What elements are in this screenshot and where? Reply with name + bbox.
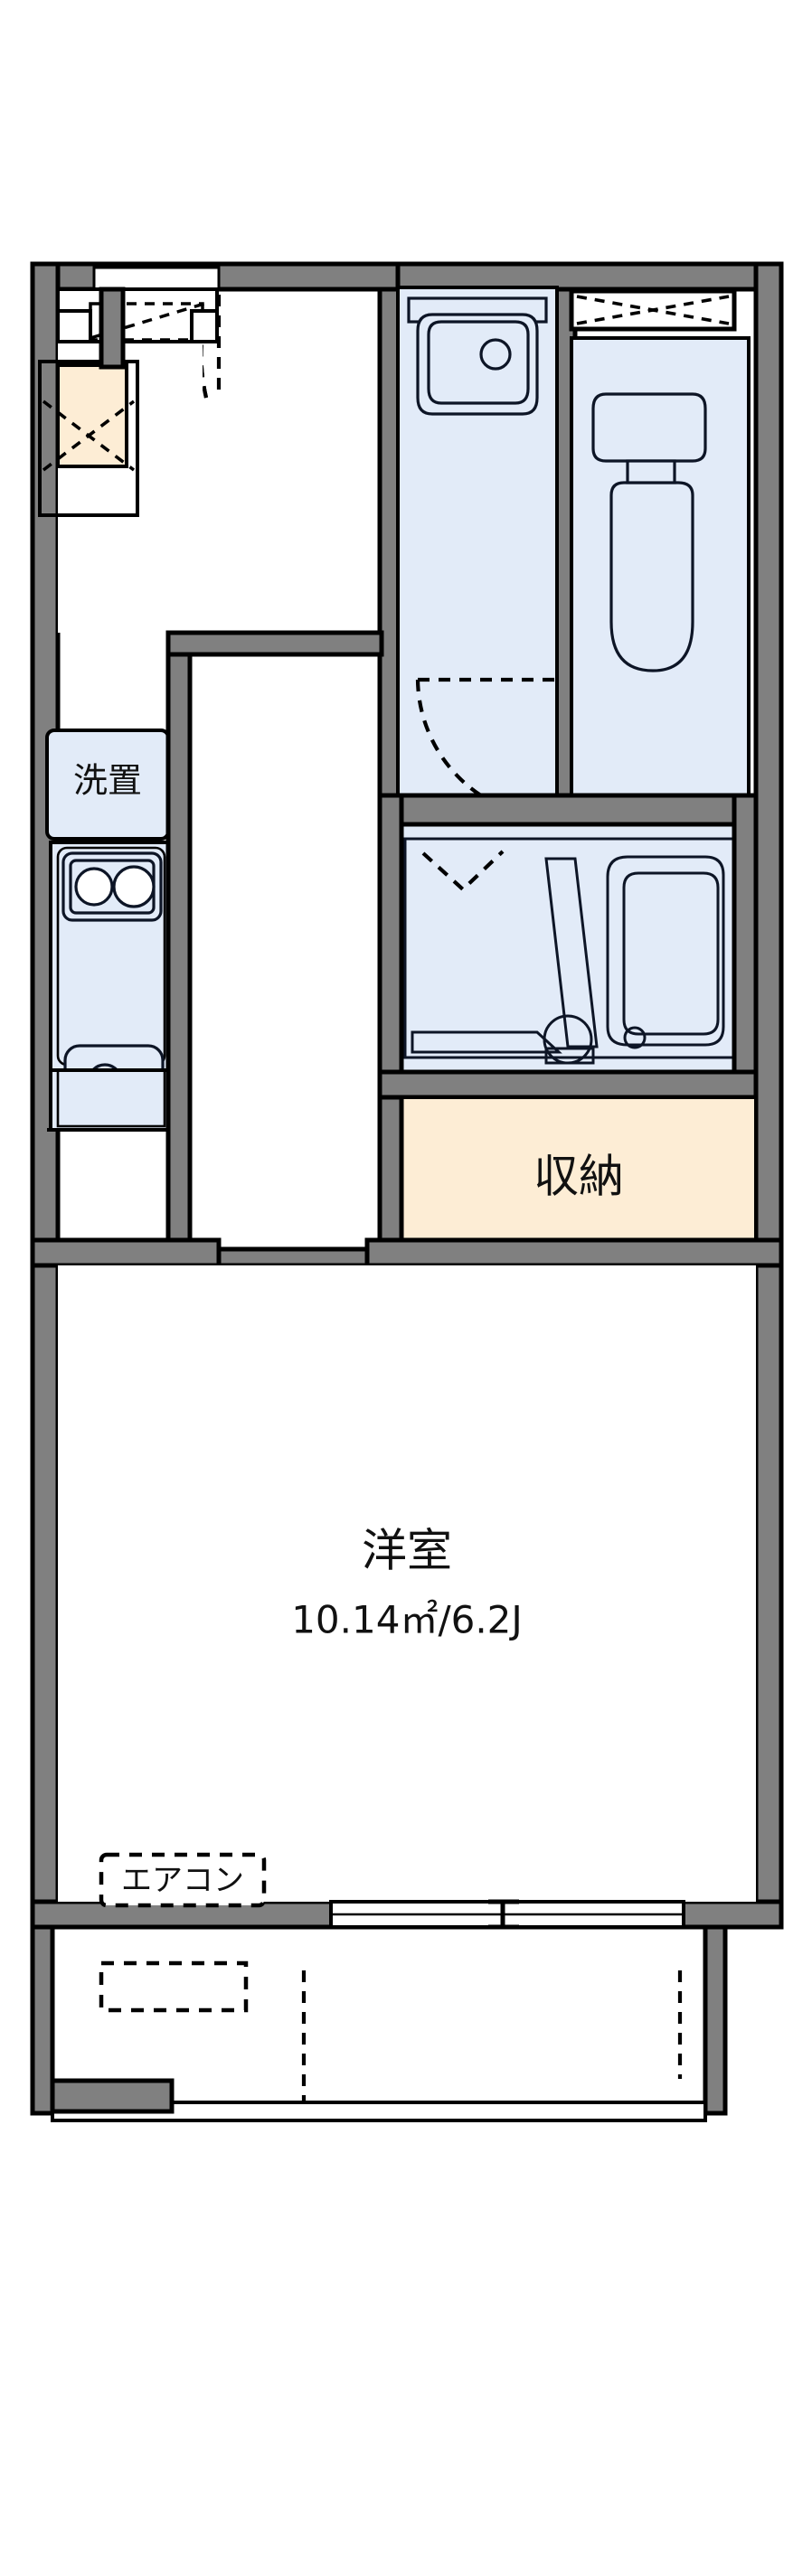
internal-walls-lower [377,793,759,1100]
bathtub-drain [623,1026,647,1049]
toilet-vent-cross-b [576,295,730,325]
wall-top-right [395,261,784,292]
kitchen-sink-surround [49,1068,172,1132]
entrance-hall-box [38,360,139,517]
wall-kitchen-top [165,630,384,657]
entrance-frame-left [56,309,92,343]
storage-closet: 収納 [377,1095,758,1261]
main-room-area-label: 10.14㎡/6.2J [291,1598,523,1642]
wall-right-outer [753,261,784,1930]
aircon-label: エアコン [121,1863,244,1899]
wall-kitchen-right [165,630,193,1243]
unit-bath [389,804,754,1074]
shower-base [544,1047,595,1065]
washbasin-door-arc [415,679,556,822]
washbasin-drain [479,338,512,371]
bathtub-inner [622,871,720,1036]
entrance-area [38,266,221,633]
hallway-walls [30,630,784,1268]
balcony-window [329,1899,685,1930]
bath-divider [544,857,599,1048]
balcony-wall-left [30,1924,55,2116]
wall-hall-bottom-right [364,1237,784,1268]
main-room-label: 洋室 [362,1525,452,1577]
shoe-box-cross-b [42,400,136,472]
toilet-connector [626,459,676,484]
laundry-area: 洗置 [45,729,170,841]
stove-burner-2 [112,865,156,908]
shoe-cabinet [56,363,128,468]
bathtub-outer [606,855,725,1047]
wall-entrance-right [99,287,126,370]
balcony [30,1924,728,2122]
wall-above-bath [377,793,759,827]
aircon-unit: エアコン [99,1852,267,1908]
kitchen-sink-surround-inner [56,1068,166,1128]
storage-label: 収納 [533,1151,624,1203]
wall-hall-bottom-left [30,1237,222,1268]
balcony-detail-box [99,1960,249,2013]
aircon-box [99,1852,267,1908]
main-room-floor [58,1265,756,1902]
wall-top-left [30,261,417,292]
laundry-label: 洗置 [73,761,142,801]
toilet-tank [591,392,707,463]
bath-folding-door [421,850,505,892]
entrance-door-opening [92,266,221,291]
bath-gutter [411,1030,562,1054]
washbasin-room [396,286,559,822]
kitchen-area [47,841,174,1132]
wall-bath-left [377,793,404,1078]
main-room: 洋室 10.14㎡/6.2J [58,1265,756,1902]
wall-bath-bottom [377,1069,759,1100]
washbasin-bowl-inner [427,320,530,405]
balcony-corner-block [50,2078,175,2114]
balcony-wall-right [703,1924,728,2116]
entrance-frame-right [190,309,219,343]
stove-burner-1 [74,867,114,907]
wall-bath-right [732,793,759,1078]
wall-storage-left [377,1095,404,1261]
toilet-room [569,288,751,799]
wall-hall-bottom-mid [216,1246,370,1268]
toilet-bowl [609,481,694,672]
